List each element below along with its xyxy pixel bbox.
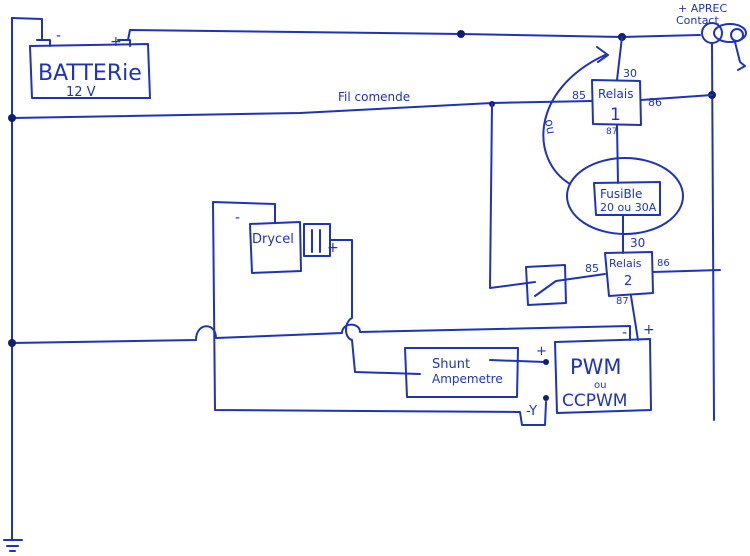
relay-2: Relais 2 30 85 86 87: [585, 236, 721, 307]
drycell: Drycel - +: [235, 210, 339, 274]
pwm-alt-label: CCPWM: [562, 391, 627, 411]
battery-voltage: 12 V: [66, 85, 96, 100]
pwm-positive-wire: [630, 295, 639, 341]
drycell-negative-wire: [212, 201, 547, 426]
ignition-key-icon: + APREC Contact: [676, 2, 747, 71]
drycell-minus: -: [235, 210, 240, 226]
relay-2-pin30: 30: [630, 236, 645, 250]
fuse-rating: 20 ou 30A: [600, 201, 657, 214]
relay-2-name: Relais: [609, 257, 642, 270]
pwm-or: ou: [594, 380, 606, 391]
battery-plus: +: [110, 34, 122, 50]
drycell-plus: +: [327, 240, 339, 256]
bypass-arrow: [542, 46, 609, 185]
command-wire-label: Fil comende: [338, 90, 410, 104]
after-contact-wire: [711, 42, 715, 421]
ground-symbol: [3, 539, 23, 552]
relay-1: Relais 1 30 85 86 87: [572, 36, 713, 137]
pwm-minus: -: [622, 325, 627, 341]
bypass-label: ou: [542, 118, 558, 135]
relay-1-number: 1: [610, 105, 621, 125]
relay-1-pin30: 30: [623, 67, 637, 80]
relay-1-name: Relais: [598, 87, 633, 101]
drycell-positive-wire: [329, 239, 421, 375]
relay-2-pin85: 85: [585, 262, 599, 275]
junction: [8, 114, 16, 122]
relay-2-pin87: 87: [616, 296, 629, 307]
drycell-label: Drycel: [252, 232, 294, 247]
battery-minus: -: [56, 28, 61, 44]
ignition-label-1: + APREC: [678, 2, 727, 15]
relay-2-pin86: 86: [657, 258, 670, 269]
relay-1-pin87: 87: [606, 127, 617, 137]
junction: [543, 395, 549, 401]
switch-icon: [525, 264, 606, 306]
pwm-controller: PWM ou CCPWM - + -Y: [526, 322, 655, 419]
relay-1-pin85: 85: [572, 89, 586, 102]
fuse-highlight: [566, 157, 684, 235]
battery: - + BATTERie 12 V: [29, 28, 151, 100]
shunt-ammeter: Shunt Ampemetre +: [404, 344, 547, 398]
pwm-y-label: -Y: [526, 404, 537, 419]
junction: [8, 339, 16, 347]
switch-feed-wire: [489, 103, 536, 289]
command-wire: [11, 100, 593, 119]
pwm-negative-wire: [11, 323, 631, 344]
relay-2-number: 2: [624, 274, 632, 289]
fuse: FusiBle 20 ou 30A: [593, 181, 661, 216]
shunt-ammeter-label: Ampemetre: [432, 372, 503, 386]
pwm-label: PWM: [570, 355, 622, 379]
relay1-fuse-wire: [616, 124, 619, 184]
ignition-label-2: Contact: [676, 14, 719, 27]
fuse-label: FusiBle: [600, 187, 642, 201]
battery-label: BATTERie: [38, 61, 142, 86]
pwm-plus: +: [643, 322, 655, 338]
relay-1-pin86: 86: [648, 96, 662, 109]
battery-negative-wire: [11, 17, 43, 41]
shunt-plus: +: [536, 344, 547, 359]
junction: [543, 359, 549, 365]
battery-positive-wire: [127, 29, 701, 41]
shunt-label: Shunt: [432, 357, 470, 372]
junction: [457, 30, 465, 38]
